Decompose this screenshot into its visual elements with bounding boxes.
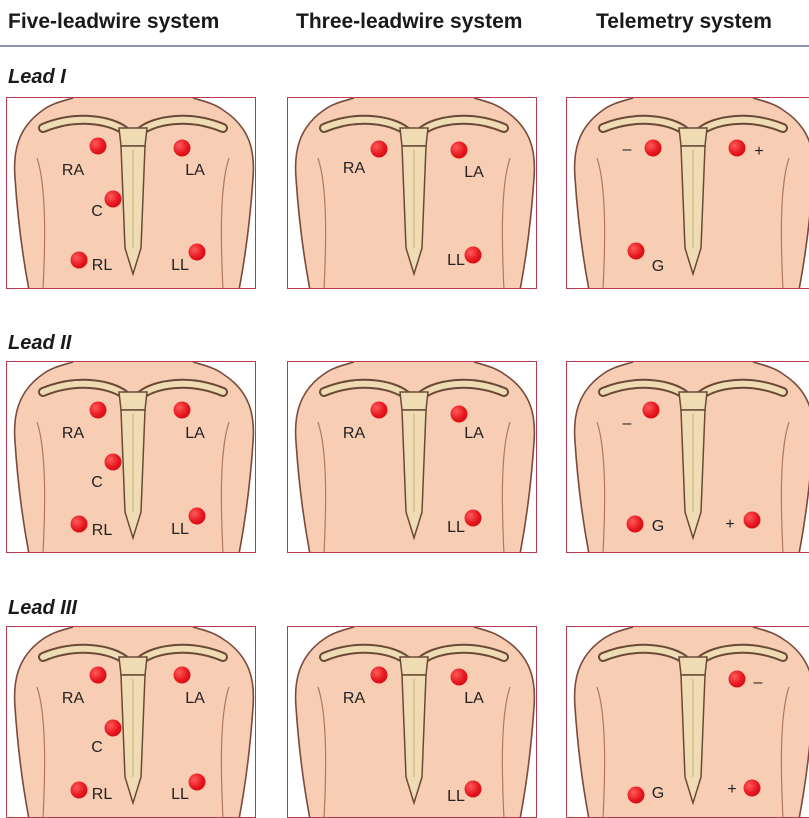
electrode-dot: [744, 512, 761, 529]
electrode-dot: [371, 141, 388, 158]
electrode-dot: [90, 667, 107, 684]
electrode-dot: [105, 720, 122, 737]
electrode-label: G: [652, 518, 664, 536]
electrode-label: C: [91, 203, 103, 221]
column-header-three-leadwire: Three-leadwire system: [296, 10, 522, 34]
electrode-dot: [451, 406, 468, 423]
torso-illustration: [288, 362, 537, 553]
panel-lead-ii-telemetry: – G +: [566, 361, 809, 553]
electrode-dot: [90, 138, 107, 155]
electrode-label: LL: [447, 788, 465, 806]
electrode-label: LA: [185, 162, 205, 180]
electrode-label: –: [623, 415, 632, 433]
electrode-dot: [628, 787, 645, 804]
electrode-label: –: [623, 141, 632, 159]
lead-title-i: Lead I: [8, 66, 66, 89]
electrode-label: RL: [92, 522, 112, 540]
electrode-dot: [451, 142, 468, 159]
electrode-label: RA: [62, 425, 84, 443]
electrode-dot: [71, 782, 88, 799]
torso-illustration: [288, 627, 537, 818]
electrode-label: LL: [171, 257, 189, 275]
column-header-five-leadwire: Five-leadwire system: [8, 10, 219, 34]
torso-illustration: [7, 627, 256, 818]
electrode-dot: [643, 402, 660, 419]
torso-illustration: [7, 362, 256, 553]
electrode-label: C: [91, 739, 103, 757]
electrode-label: LA: [464, 425, 484, 443]
torso-illustration: [567, 98, 809, 289]
electrode-dot: [451, 669, 468, 686]
electrode-dot: [465, 510, 482, 527]
panel-lead-iii-three-leadwire: RA LA LL: [287, 626, 537, 818]
electrode-dot: [729, 671, 746, 688]
lead-title-ii: Lead II: [8, 332, 71, 355]
electrode-label: +: [725, 516, 734, 534]
column-header-telemetry: Telemetry system: [596, 10, 772, 34]
electrode-dot: [71, 252, 88, 269]
electrode-label: LL: [447, 519, 465, 537]
electrode-label: RA: [343, 160, 365, 178]
torso-illustration: [7, 98, 256, 289]
electrode-dot: [189, 244, 206, 261]
electrode-dot: [628, 243, 645, 260]
panel-lead-i-three-leadwire: RA LA LL: [287, 97, 537, 289]
electrode-label: C: [91, 474, 103, 492]
panel-lead-i-telemetry: – + G: [566, 97, 809, 289]
electrode-label: RA: [62, 162, 84, 180]
panel-lead-ii-three-leadwire: RA LA LL: [287, 361, 537, 553]
electrode-dot: [105, 191, 122, 208]
electrode-label: RL: [92, 257, 112, 275]
electrode-dot: [71, 516, 88, 533]
electrode-dot: [174, 667, 191, 684]
torso-illustration: [288, 98, 537, 289]
electrode-label: LL: [171, 786, 189, 804]
panel-lead-iii-five-leadwire: RA LA C RL LL: [6, 626, 256, 818]
electrode-label: LL: [447, 252, 465, 270]
electrode-label: RA: [343, 425, 365, 443]
electrode-dot: [371, 402, 388, 419]
electrode-label: –: [754, 674, 763, 692]
electrode-label: G: [652, 785, 664, 803]
electrode-dot: [371, 667, 388, 684]
electrode-dot: [174, 140, 191, 157]
electrode-label: G: [652, 258, 664, 276]
electrode-label: RA: [343, 690, 365, 708]
electrode-label: LL: [171, 521, 189, 539]
electrode-dot: [645, 140, 662, 157]
electrode-label: LA: [185, 425, 205, 443]
electrode-dot: [465, 781, 482, 798]
electrode-label: +: [727, 781, 736, 799]
electrode-dot: [627, 516, 644, 533]
electrode-dot: [744, 780, 761, 797]
electrode-dot: [729, 140, 746, 157]
panel-lead-i-five-leadwire: RA LA C RL LL: [6, 97, 256, 289]
electrode-label: RL: [92, 786, 112, 804]
electrode-dot: [189, 774, 206, 791]
electrode-label: +: [754, 143, 763, 161]
lead-title-iii: Lead III: [8, 597, 77, 620]
electrode-dot: [465, 247, 482, 264]
electrode-dot: [174, 402, 191, 419]
electrode-dot: [105, 454, 122, 471]
torso-illustration: [567, 362, 809, 553]
electrode-label: LA: [464, 164, 484, 182]
electrode-dot: [189, 508, 206, 525]
electrode-label: RA: [62, 690, 84, 708]
torso-illustration: [567, 627, 809, 818]
panel-lead-ii-five-leadwire: RA LA C RL LL: [6, 361, 256, 553]
header-divider: [0, 45, 809, 47]
electrode-dot: [90, 402, 107, 419]
panel-lead-iii-telemetry: – G +: [566, 626, 809, 818]
electrode-label: LA: [185, 690, 205, 708]
electrode-label: LA: [464, 690, 484, 708]
